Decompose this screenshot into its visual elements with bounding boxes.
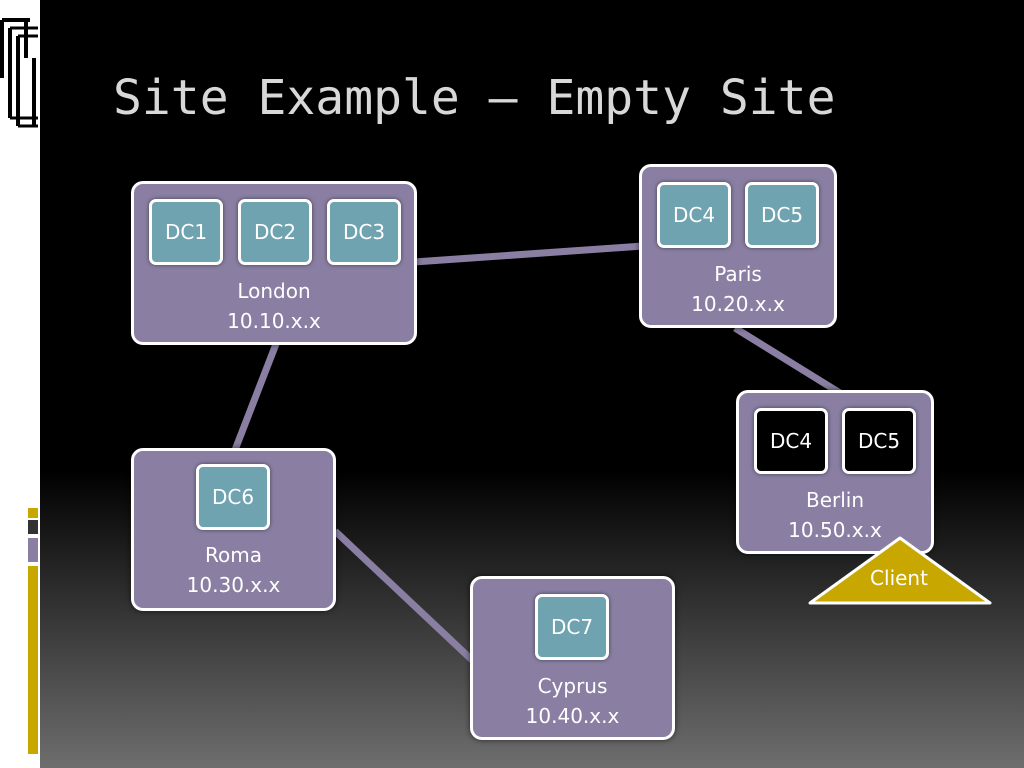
- dc-5: DC5: [745, 182, 819, 248]
- site-berlin: DC4 DC5 Berlin 10.50.x.x: [736, 390, 934, 554]
- link-london-paris: [413, 242, 644, 266]
- dc-1: DC1: [149, 199, 223, 265]
- site-roma: DC6 Roma 10.30.x.x: [131, 448, 336, 611]
- site-subnet: 10.10.x.x: [227, 309, 321, 333]
- dc-4: DC4: [657, 182, 731, 248]
- site-name: Roma: [205, 543, 262, 567]
- dc-2: DC2: [238, 199, 312, 265]
- site-paris: DC4 DC5 Paris 10.20.x.x: [639, 164, 837, 328]
- dc-4-empty: DC4: [754, 408, 828, 474]
- site-name: Berlin: [805, 488, 865, 512]
- accent-bar-yellow-long: [28, 566, 38, 754]
- slide-title: Site Example – Empty Site: [113, 70, 836, 126]
- slide-sorter-icon: [0, 18, 40, 128]
- site-subnet: 10.30.x.x: [186, 573, 281, 597]
- accent-bar-dark: [28, 520, 38, 534]
- accent-bar-yellow-top: [28, 508, 38, 518]
- site-subnet: 10.40.x.x: [525, 704, 620, 728]
- dc-5-empty: DC5: [842, 408, 916, 474]
- dc-3: DC3: [327, 199, 401, 265]
- dc-7: DC7: [535, 594, 609, 660]
- site-name: London: [237, 279, 311, 303]
- accent-bar-purple: [28, 538, 38, 562]
- site-london: DC1 DC2 DC3 London 10.10.x.x: [131, 181, 417, 345]
- client-label: Client: [870, 566, 928, 590]
- client-triangle: [808, 536, 992, 605]
- site-name: Paris: [714, 262, 762, 286]
- site-cyprus: DC7 Cyprus 10.40.x.x: [470, 576, 675, 740]
- site-name: Cyprus: [537, 674, 608, 698]
- link-roma-cyprus: [332, 528, 475, 663]
- site-subnet: 10.20.x.x: [691, 292, 785, 316]
- link-london-roma: [231, 342, 280, 452]
- site-subnet: 10.50.x.x: [788, 518, 882, 542]
- link-paris-berlin: [733, 325, 842, 396]
- dc-6: DC6: [196, 464, 270, 530]
